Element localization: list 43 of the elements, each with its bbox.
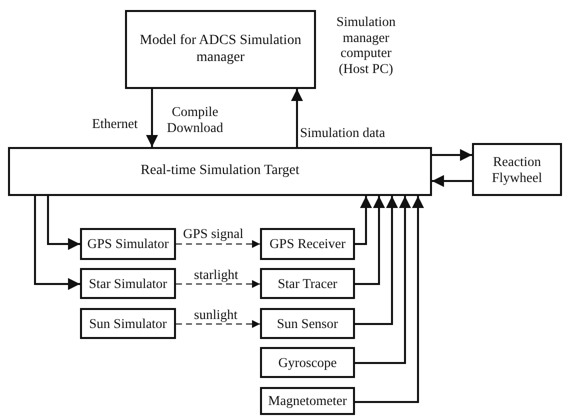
process-box: [260, 268, 355, 299]
process-box: [260, 387, 355, 415]
edge-label: sunlight: [193, 307, 239, 323]
process-box: [260, 228, 355, 260]
box-label: Magnetometer: [268, 393, 347, 409]
process-box: [260, 308, 355, 339]
process-box: [472, 143, 562, 196]
arrow: [355, 196, 385, 285]
box-label: Real-time Simulation Target: [140, 163, 300, 180]
arrow: [432, 149, 472, 161]
box-label: Star Simulator: [88, 276, 168, 292]
box-label: Gyroscope: [278, 354, 337, 370]
dashed-arrow: [176, 240, 260, 248]
arrow: [355, 196, 411, 364]
edge-label: GPS signal: [182, 226, 244, 242]
process-box: [125, 10, 316, 89]
edge-label: Simulation data: [299, 125, 386, 141]
box-label: Star Tracer: [278, 276, 338, 292]
process-box: [8, 147, 432, 196]
arrow: [291, 89, 303, 147]
arrow: [355, 196, 372, 245]
arrow: [432, 175, 472, 187]
annotation: Simulation manager computer (Host PC): [335, 14, 397, 76]
dashed-arrow: [176, 320, 260, 328]
dashed-arrow: [176, 280, 260, 288]
edge-label: Compile Download: [166, 104, 224, 136]
process-box: [260, 347, 355, 378]
process-box: [80, 308, 176, 339]
arrow: [47, 196, 80, 250]
arrow: [355, 196, 424, 403]
box-label: GPS Receiver: [269, 236, 346, 252]
box-label: Reaction Flywheel: [490, 154, 544, 186]
arrow: [34, 196, 80, 290]
arrow: [146, 89, 158, 147]
process-box: [80, 268, 176, 299]
box-label: Model for ADCS Simulation manager: [138, 33, 302, 66]
edge-label: starlight: [193, 267, 240, 283]
box-label: Sun Sensor: [276, 316, 338, 332]
connection-label: Ethernet: [92, 116, 138, 132]
arrow: [355, 196, 398, 325]
box-label: GPS Simulator: [87, 236, 169, 252]
process-box: [80, 228, 176, 260]
box-label: Sun Simulator: [89, 316, 167, 332]
